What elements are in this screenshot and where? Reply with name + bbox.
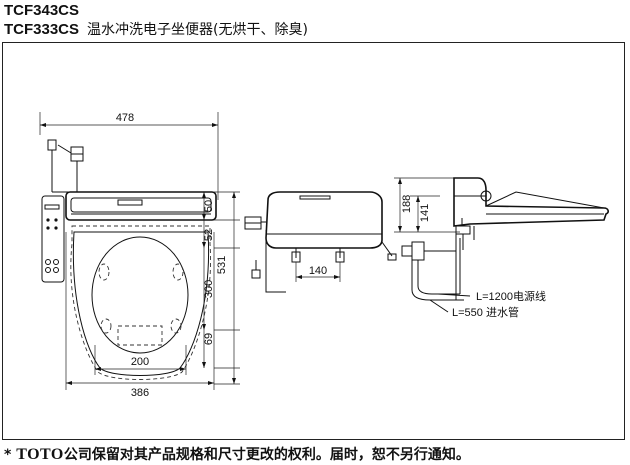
side-view: 188 141 L=1200电源线 L=550 进水管 bbox=[394, 177, 609, 319]
dim-height-50: 50 bbox=[203, 200, 215, 212]
front-view: 478 bbox=[39, 112, 240, 399]
rear-view: 140 bbox=[244, 191, 397, 293]
dim-height-52: 52 bbox=[203, 229, 215, 241]
model-number-secondary: TCF333CS bbox=[4, 21, 80, 38]
callout-water-hose: L=550 进水管 bbox=[452, 305, 519, 319]
footer-notice: * TOTO公司保留对其产品规格和尺寸更改的权利。届时，恕不另行通知。 bbox=[4, 444, 470, 464]
drawing-frame bbox=[2, 42, 625, 440]
dim-height-69: 69 bbox=[203, 333, 215, 345]
footer-asterisk: * bbox=[4, 447, 12, 463]
dim-total-length: 531 bbox=[216, 256, 228, 274]
dim-seat-width: 386 bbox=[131, 387, 149, 399]
model-number-primary: TCF343CS bbox=[4, 2, 80, 19]
footer-notice-text: 公司保留对其产品规格和尺寸更改的权利。届时，恕不另行通知。 bbox=[63, 447, 470, 463]
callout-power-cord: L=1200电源线 bbox=[476, 289, 546, 303]
dim-overall-width: 478 bbox=[116, 112, 134, 124]
product-description: 温水冲洗电子坐便器(无烘干、除臭) bbox=[87, 22, 308, 38]
dim-spacing-140: 140 bbox=[309, 265, 327, 277]
dim-height-141: 141 bbox=[419, 204, 431, 222]
dim-height-188: 188 bbox=[401, 195, 413, 213]
brand-logo: TOTO bbox=[16, 446, 64, 463]
dim-inner-width: 200 bbox=[131, 356, 149, 368]
dim-height-300: 300 bbox=[203, 280, 215, 298]
model-line-secondary: TCF333CS 温水冲洗电子坐便器(无烘干、除臭) bbox=[4, 19, 308, 39]
